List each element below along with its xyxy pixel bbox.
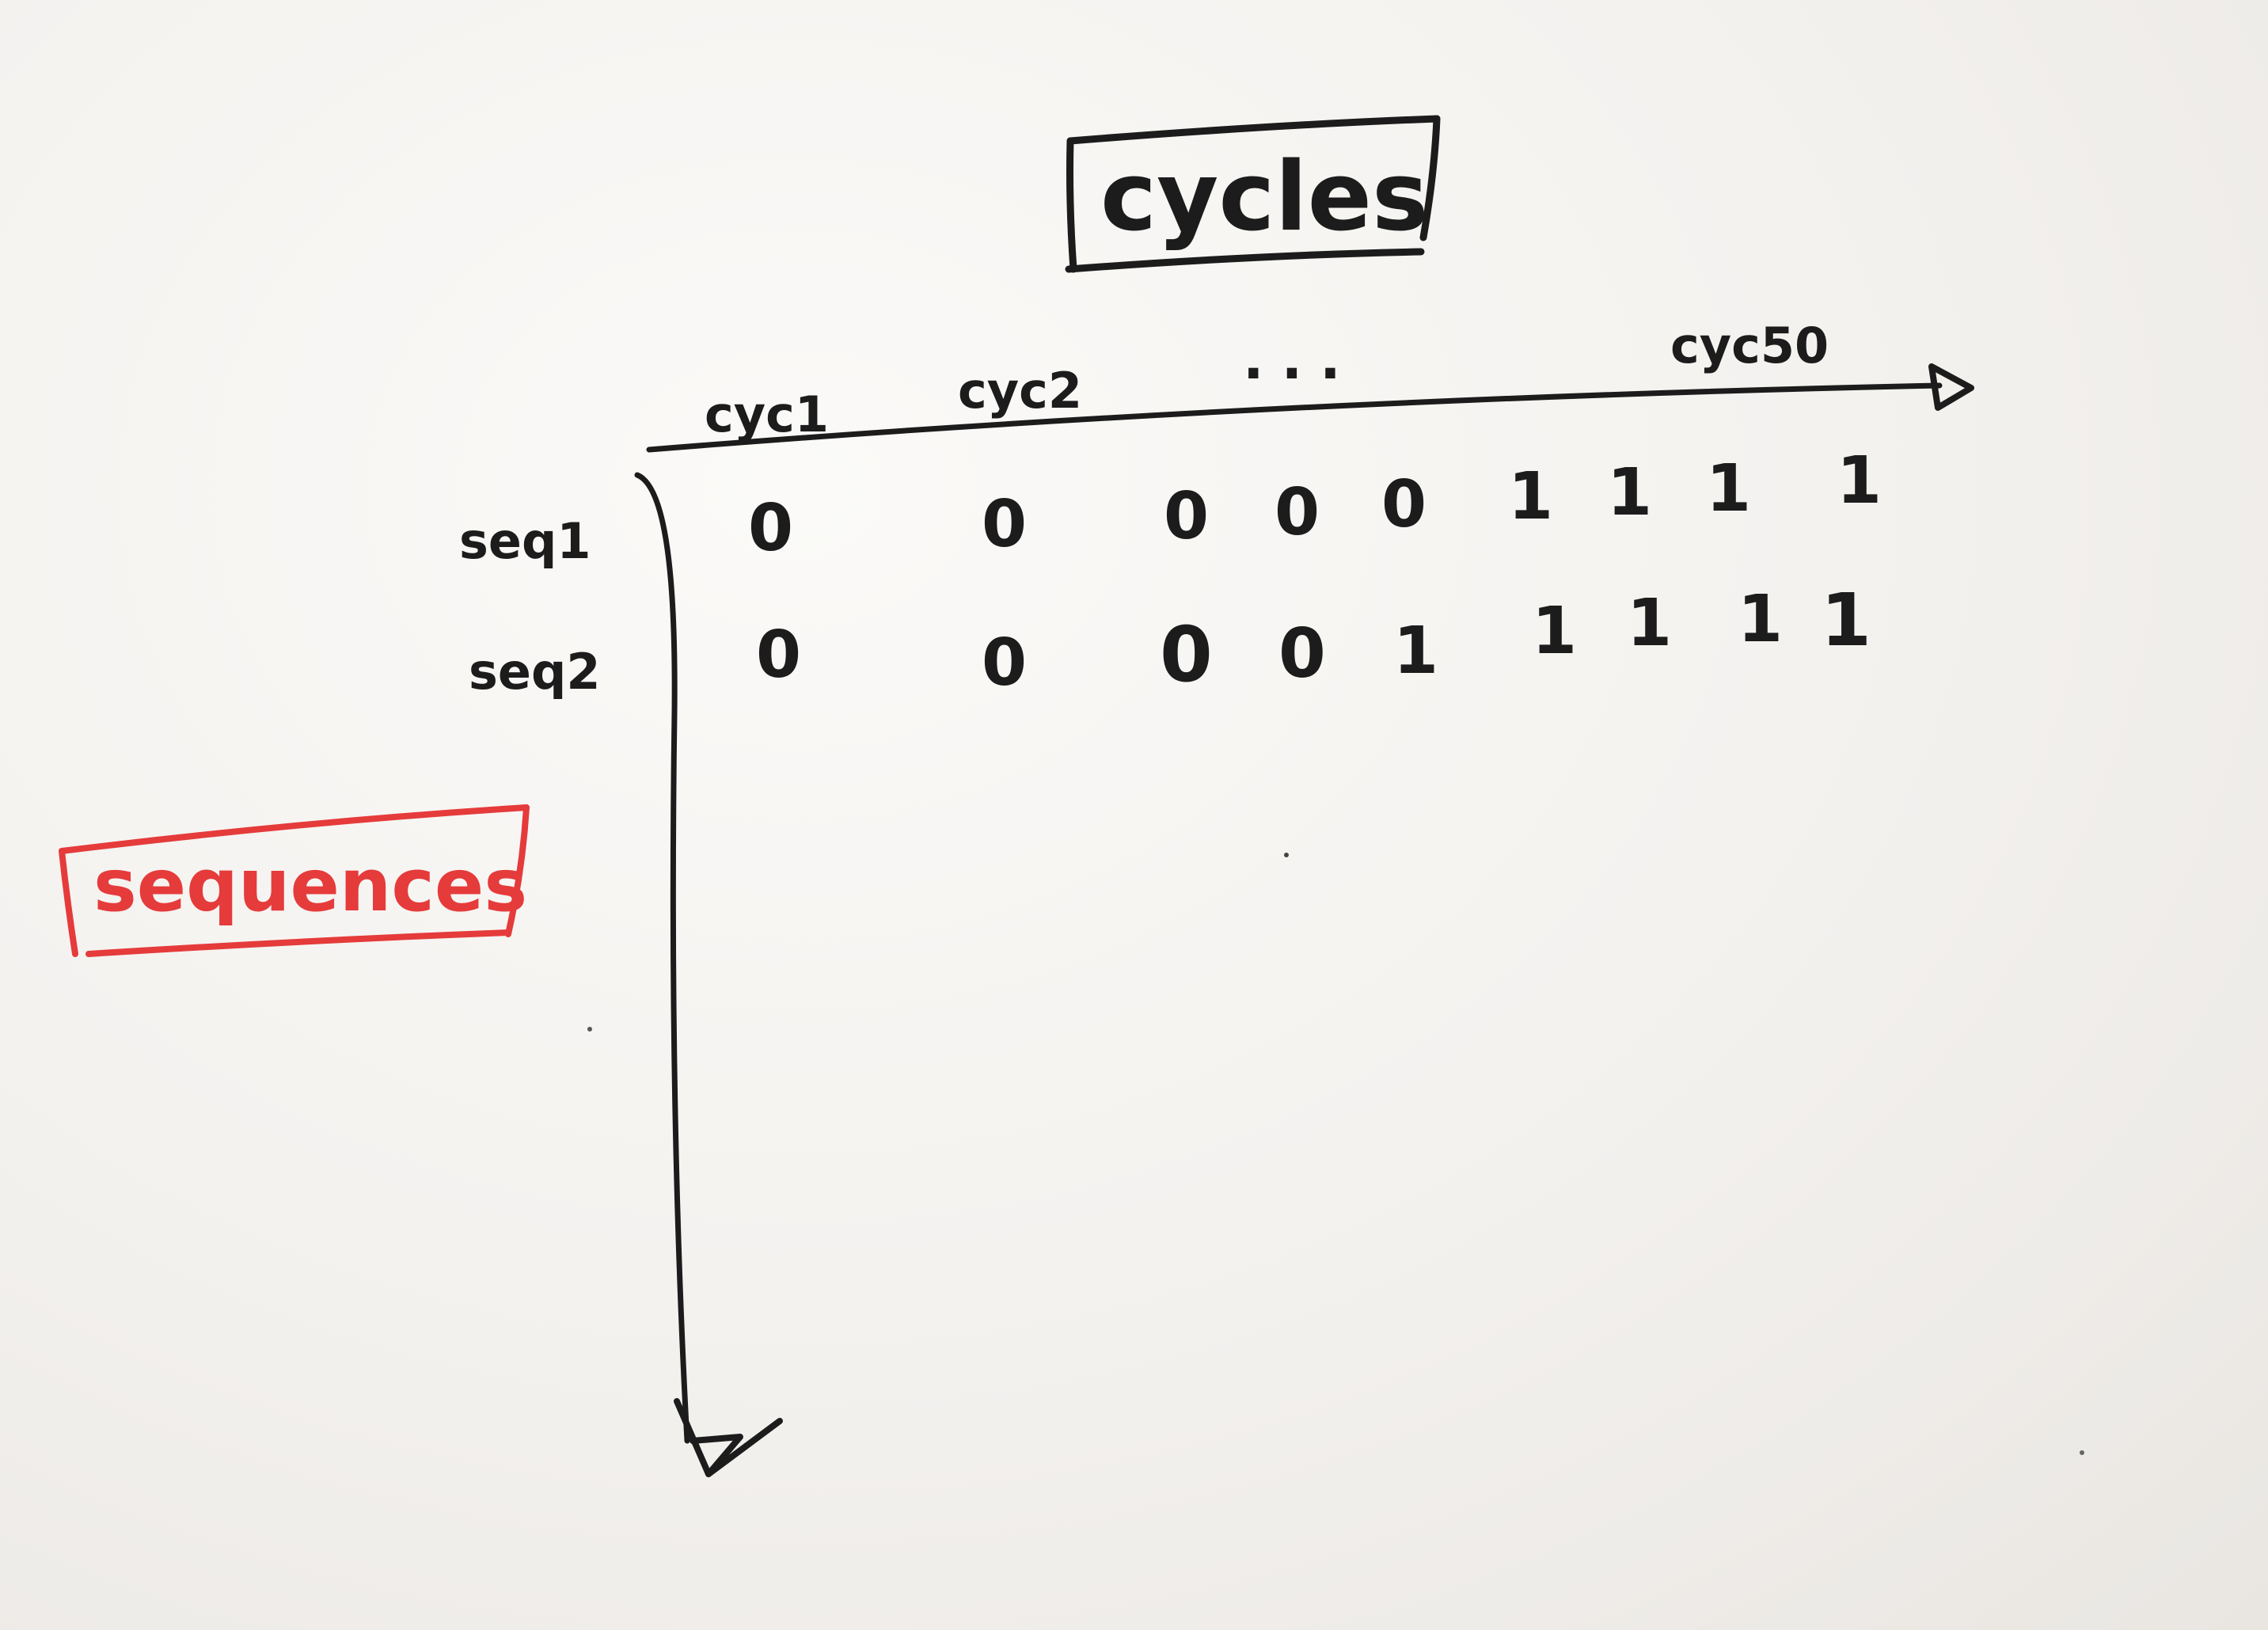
seq1-cell-8: 1 bbox=[1706, 451, 1751, 526]
seq1-cell-5: 0 bbox=[1381, 467, 1427, 542]
seq2-cell-8: 1 bbox=[1738, 582, 1783, 657]
y-axis-title-box: sequences bbox=[59, 804, 530, 957]
board-speck bbox=[2080, 1450, 2084, 1455]
seq2-cell-3: 0 bbox=[1160, 610, 1213, 699]
seq1-cell-1: 0 bbox=[748, 491, 793, 566]
y-axis-title: sequences bbox=[93, 843, 527, 928]
x-axis-arrow bbox=[646, 363, 1974, 453]
seq2-cell-2: 0 bbox=[982, 625, 1027, 701]
seq1-cell-4: 0 bbox=[1275, 475, 1320, 550]
seq1-cell-3: 0 bbox=[1164, 479, 1209, 554]
seq2-cell-9: 1 bbox=[1821, 578, 1871, 663]
row-seq2-values: 0 0 0 0 1 1 1 1 1 bbox=[756, 578, 1871, 701]
seq1-cell-9: 1 bbox=[1837, 443, 1882, 519]
seq2-cell-4: 0 bbox=[1278, 614, 1326, 693]
seq2-cell-1: 0 bbox=[756, 617, 801, 693]
column-header-2: cyc2 bbox=[958, 362, 1082, 420]
board-speck bbox=[587, 1027, 592, 1032]
y-axis-arrow bbox=[634, 472, 783, 1477]
seq1-cell-7: 1 bbox=[1607, 455, 1652, 530]
seq2-cell-5: 1 bbox=[1393, 614, 1438, 689]
row-label-seq1: seq1 bbox=[459, 512, 591, 570]
board-speck bbox=[1284, 853, 1289, 857]
row-seq1-values: 0 0 0 0 0 1 1 1 1 bbox=[748, 443, 1882, 566]
seq2-cell-7: 1 bbox=[1627, 586, 1672, 661]
column-header-ellipsis: ... bbox=[1243, 327, 1358, 392]
column-header-last: cyc50 bbox=[1670, 317, 1829, 374]
seq1-cell-2: 0 bbox=[982, 487, 1027, 562]
column-header-1: cyc1 bbox=[705, 386, 829, 443]
row-label-seq2: seq2 bbox=[469, 643, 600, 701]
seq1-cell-6: 1 bbox=[1508, 459, 1553, 534]
x-axis-title-box: cycles bbox=[1065, 115, 1441, 273]
seq2-cell-6: 1 bbox=[1532, 594, 1577, 669]
x-axis-title: cycles bbox=[1100, 142, 1428, 253]
